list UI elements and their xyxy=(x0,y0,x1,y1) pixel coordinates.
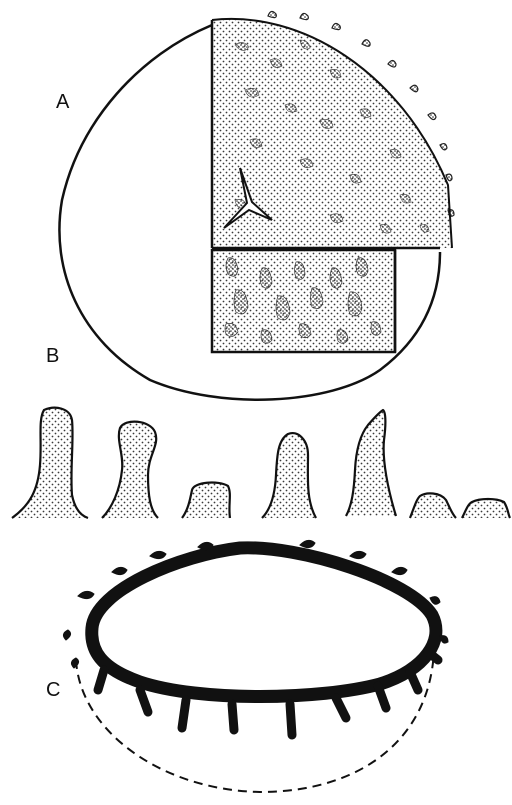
panel-label-b: B xyxy=(46,345,59,367)
process-profile-2 xyxy=(102,422,158,518)
ornament-profiles xyxy=(12,408,510,518)
process-profile-3 xyxy=(182,483,230,518)
process-profile-1 xyxy=(12,408,88,518)
spore-wall xyxy=(92,548,436,697)
process-profile-5 xyxy=(346,410,396,516)
process-profile-6 xyxy=(410,493,456,518)
equatorial-section xyxy=(63,540,448,792)
panel-label-c: C xyxy=(46,679,60,701)
enlarged-surface-quadrant xyxy=(212,11,454,248)
surface-detail-inset xyxy=(212,250,395,352)
panel-label-a: A xyxy=(56,91,70,113)
process-profile-4 xyxy=(262,433,316,518)
process-profile-7 xyxy=(462,499,510,518)
spore-face-view xyxy=(59,11,454,399)
